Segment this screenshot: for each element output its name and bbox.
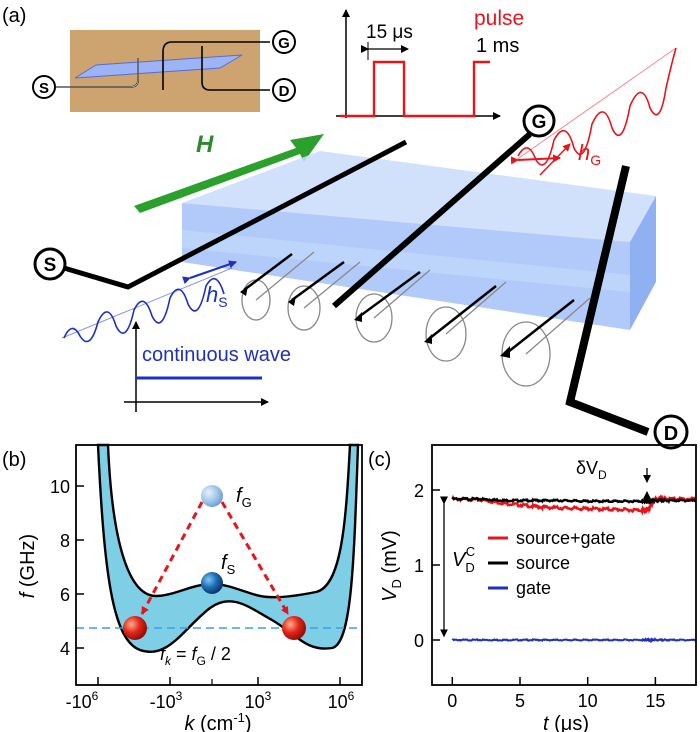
spin-4 bbox=[424, 281, 507, 362]
c-ylabel: VD (mV) bbox=[379, 530, 404, 602]
gate-line: G bbox=[332, 104, 556, 309]
c-xlabel: t (μs) bbox=[543, 713, 589, 732]
source-line: S bbox=[33, 139, 408, 290]
c-xtick-5: 5 bbox=[515, 691, 525, 711]
legend-item-source: source bbox=[488, 553, 570, 573]
svg-text:S: S bbox=[39, 80, 49, 97]
magnon-fs bbox=[201, 572, 223, 594]
svg-text:G: G bbox=[532, 112, 547, 133]
scatter-arrow-left bbox=[140, 501, 204, 615]
hg-label: hG bbox=[578, 140, 601, 168]
c-ytick-2: 2 bbox=[414, 481, 424, 501]
pulse-trace bbox=[340, 60, 490, 118]
chip-gate-line bbox=[162, 41, 270, 90]
b-xtick-1: -103 bbox=[150, 689, 183, 712]
slab-side bbox=[630, 196, 656, 330]
b-ytick-8: 8 bbox=[60, 531, 70, 551]
vc-annotation: VDC bbox=[440, 496, 475, 638]
svg-text:D: D bbox=[279, 83, 290, 100]
svg-text:gate: gate bbox=[516, 578, 551, 598]
pulse-title: pulse bbox=[474, 7, 524, 30]
vc-label: VDC bbox=[452, 544, 475, 575]
svg-text:G: G bbox=[278, 35, 290, 52]
panel-b-xticks: -106 -103 103 106 bbox=[66, 677, 355, 712]
c-xtick-10: 10 bbox=[578, 691, 598, 711]
c-xtick-15: 15 bbox=[645, 691, 665, 711]
pulse-inset: 15 μs pulse 1 ms bbox=[336, 7, 524, 120]
panel-b-label: (b) bbox=[2, 449, 26, 471]
svg-text:source: source bbox=[516, 553, 570, 573]
b-ytick-10: 10 bbox=[50, 477, 70, 497]
svg-text:S: S bbox=[44, 255, 57, 276]
terminal-d bbox=[653, 414, 689, 450]
source-wave: hS bbox=[61, 260, 237, 343]
b-ylabel: f (GHz) bbox=[17, 534, 39, 598]
pulse-width-label: 15 μs bbox=[366, 22, 413, 43]
b-xlabel: k (cm-1) bbox=[184, 710, 251, 732]
spin-3 bbox=[354, 269, 431, 343]
b-xtick-0: -106 bbox=[66, 689, 99, 712]
cw-inset: continuous wave bbox=[124, 321, 291, 412]
chip-drain-line bbox=[201, 46, 270, 91]
c-ytick-0: 0 bbox=[414, 631, 424, 651]
series-gate bbox=[451, 636, 697, 644]
b-ytick-4: 4 bbox=[60, 639, 70, 659]
spin-2 bbox=[287, 260, 361, 331]
panel-c-plot bbox=[451, 494, 697, 644]
panel-c-ticks: 0 1 2 0 5 10 15 bbox=[414, 481, 665, 711]
panel-a: (a) G S D bbox=[2, 5, 689, 450]
series-source bbox=[451, 496, 697, 505]
hs-label: hS bbox=[206, 282, 228, 310]
spin-5 bbox=[500, 297, 591, 387]
chip-yig-strip bbox=[74, 54, 243, 79]
b-xtick-2: 103 bbox=[245, 689, 272, 712]
field-arrow: H bbox=[134, 131, 324, 213]
svg-text:D: D bbox=[664, 423, 678, 445]
chip-inset: G S D bbox=[32, 30, 296, 112]
b-ytick-6: 6 bbox=[60, 585, 70, 605]
fk-label: fk = fG / 2 bbox=[160, 644, 231, 668]
chip-terminal-d: D bbox=[272, 78, 296, 102]
terminal-s bbox=[33, 247, 67, 281]
dv-label: δVD bbox=[576, 458, 607, 482]
panel-b-frame bbox=[75, 444, 363, 686]
dv-annotation: δVD bbox=[576, 458, 651, 504]
terminal-g bbox=[522, 104, 556, 138]
pulse-period-label: 1 ms bbox=[476, 35, 519, 57]
magnon-right bbox=[282, 616, 306, 640]
magnon-left bbox=[123, 616, 147, 640]
spectrum-band bbox=[96, 443, 360, 653]
panel-c-label: (c) bbox=[368, 449, 391, 471]
slab-top bbox=[182, 151, 656, 242]
spin-cones bbox=[240, 251, 591, 387]
chip-terminal-s: S bbox=[32, 75, 56, 99]
spin-1 bbox=[240, 251, 315, 321]
field-label: H bbox=[196, 131, 214, 158]
c-xtick-0: 0 bbox=[447, 691, 457, 711]
b-xtick-3: 106 bbox=[328, 689, 355, 712]
magnon-fg bbox=[201, 485, 223, 507]
svg-text:source+gate: source+gate bbox=[516, 528, 616, 548]
c-ytick-1: 1 bbox=[414, 556, 424, 576]
panel-b-yticks: 4 6 8 10 bbox=[50, 477, 84, 659]
fs-label: fS bbox=[221, 552, 236, 577]
legend-item-gate: gate bbox=[488, 578, 551, 598]
panel-b: (b) fG fS fk = fG / 2 4 6 8 10 bbox=[2, 443, 363, 732]
legend: source+gate source gate bbox=[488, 528, 616, 598]
scatter-arrow-right bbox=[220, 501, 290, 615]
chip-terminal-g: G bbox=[272, 30, 296, 54]
panel-a-label: (a) bbox=[2, 5, 26, 27]
panel-c: (c) 0 1 2 0 5 10 15 VDC δVD source+gate source bbox=[368, 444, 697, 732]
yig-slab bbox=[182, 151, 656, 330]
gate-wave: hG bbox=[510, 47, 677, 176]
cw-label: continuous wave bbox=[142, 344, 291, 366]
drain-line: D bbox=[565, 165, 689, 450]
fg-label: fG bbox=[236, 485, 252, 510]
legend-item-source-gate: source+gate bbox=[488, 528, 616, 548]
